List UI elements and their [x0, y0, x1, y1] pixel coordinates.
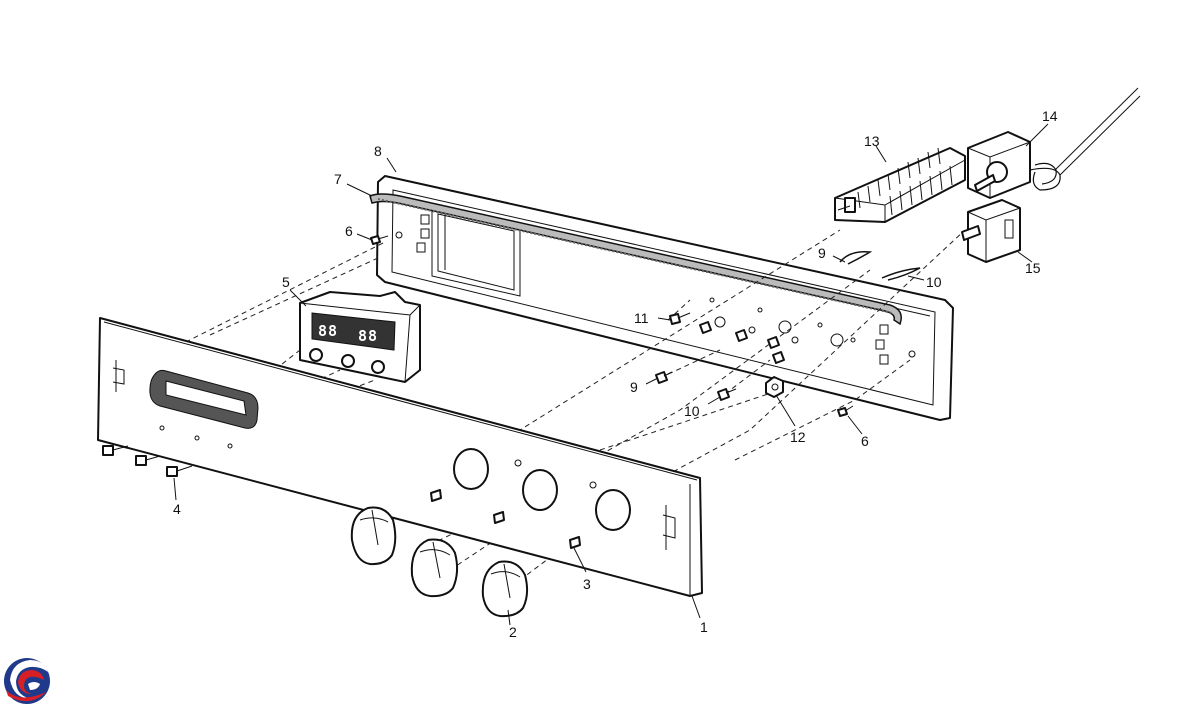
callout-13: 13 — [864, 133, 880, 149]
callout-8: 8 — [374, 143, 382, 159]
screws-middle — [699, 321, 799, 364]
callout-6a: 6 — [345, 223, 353, 239]
knob-2 — [410, 538, 459, 598]
callout-1: 1 — [700, 619, 708, 635]
seal-strip — [369, 193, 902, 326]
leader-lines — [173, 123, 1049, 626]
knob-1 — [350, 506, 397, 566]
wires — [839, 250, 921, 281]
callout-10b: 10 — [684, 403, 700, 419]
callout-3: 3 — [583, 576, 591, 592]
screw-10 — [717, 388, 737, 401]
nut-12 — [765, 376, 784, 398]
screw-4a — [102, 445, 129, 456]
thermostat — [967, 87, 1141, 199]
front-fascia — [97, 317, 703, 597]
timer-module: 88 88 — [299, 291, 421, 383]
screw-4b — [135, 455, 161, 466]
callout-labels: 1 2 3 4 5 6 6 7 8 9 9 10 10 11 12 13 14 … — [173, 108, 1058, 640]
screw-11 — [669, 312, 691, 325]
screws — [102, 235, 854, 477]
knob-3 — [481, 560, 529, 618]
callout-12: 12 — [790, 429, 806, 445]
rear-panel — [376, 175, 954, 421]
callout-6b: 6 — [861, 433, 869, 449]
callout-11: 11 — [634, 310, 649, 326]
screw-6a — [370, 235, 389, 245]
callout-10a: 10 — [926, 274, 942, 290]
screw-9 — [655, 371, 673, 384]
callout-9b: 9 — [630, 379, 638, 395]
screw-6b — [837, 405, 854, 417]
screw-4c — [166, 465, 193, 477]
control-knobs — [350, 506, 529, 618]
selector-switch — [834, 147, 966, 223]
brand-logo — [4, 658, 50, 704]
callout-5: 5 — [282, 274, 290, 290]
timer-display-left: 88 — [318, 322, 338, 340]
energy-regulator — [961, 199, 1021, 263]
timer-display-right: 88 — [358, 327, 378, 345]
callout-2: 2 — [509, 624, 517, 640]
callout-7: 7 — [334, 171, 342, 187]
callout-9a: 9 — [818, 245, 826, 261]
callout-4: 4 — [173, 501, 181, 517]
callout-14: 14 — [1042, 108, 1058, 124]
callout-15: 15 — [1025, 260, 1041, 276]
